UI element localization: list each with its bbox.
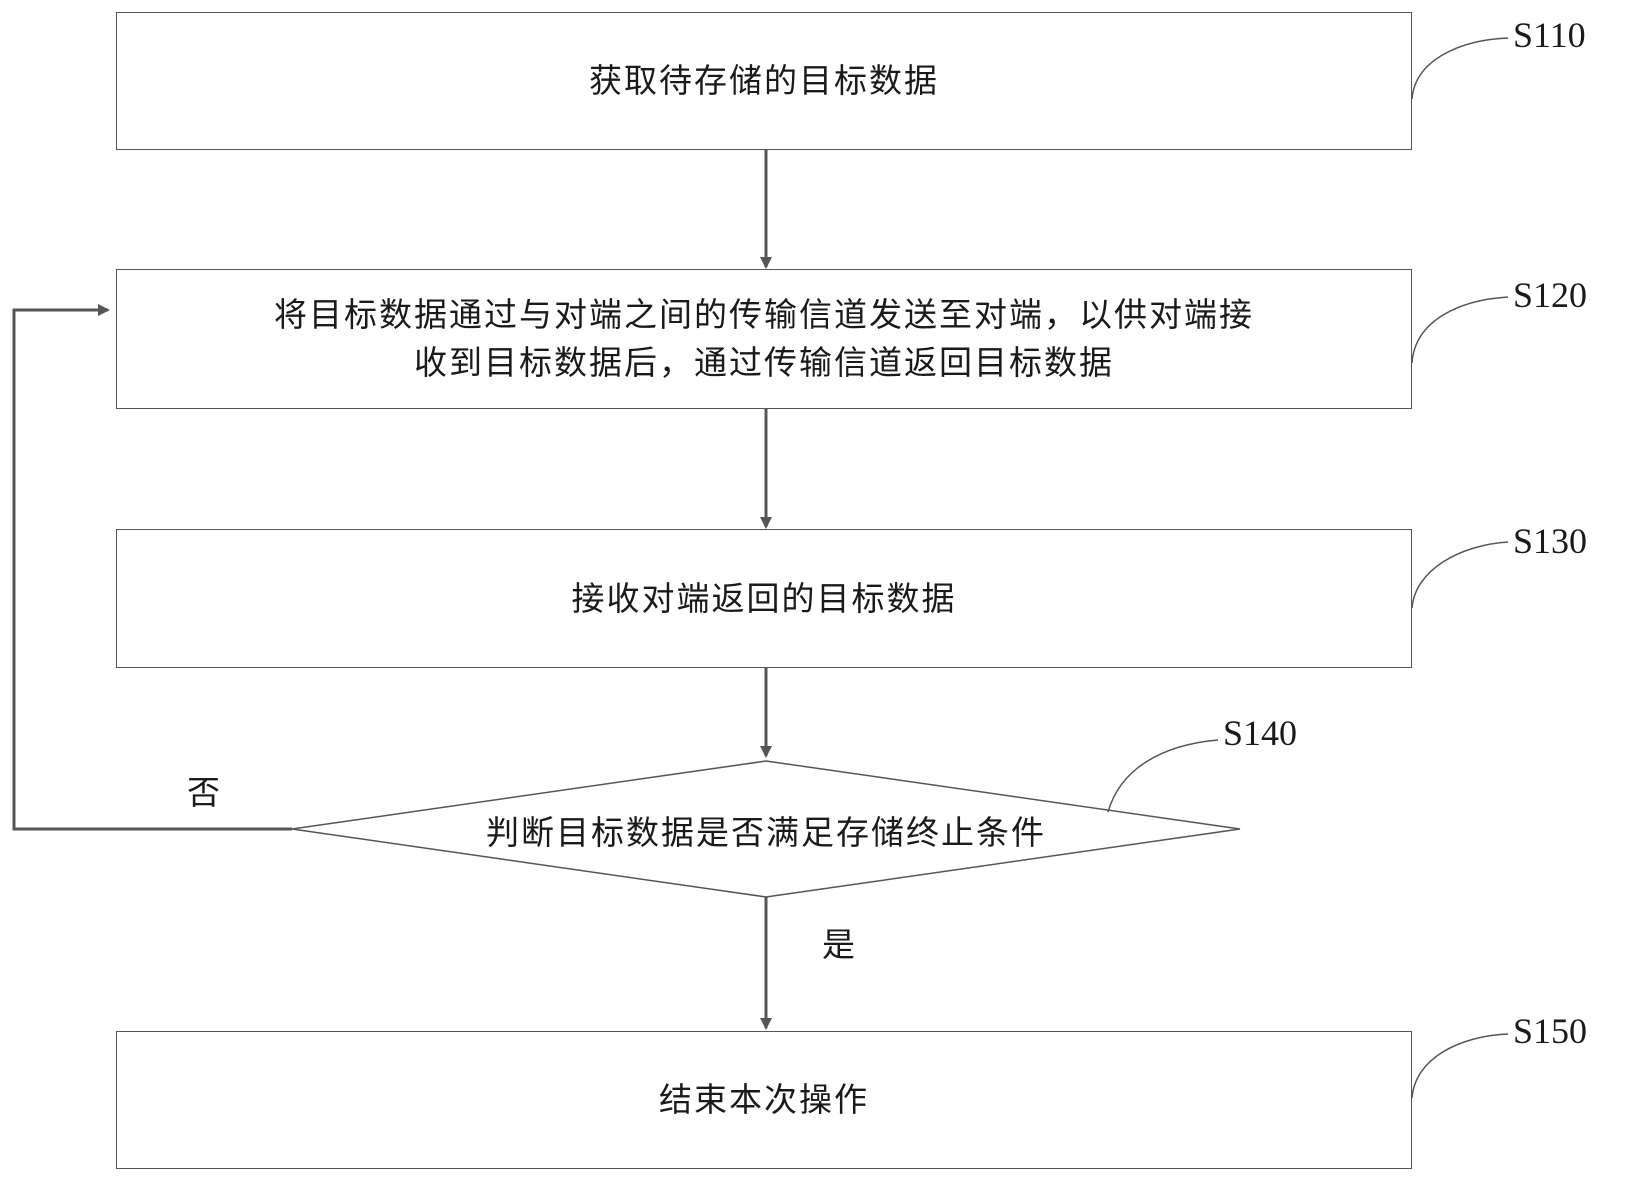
leader-curve-s110: [1411, 37, 1509, 100]
feedback-loop-no: [12, 304, 292, 831]
step-text-s120-line2: 收到目标数据后，通过传输信道返回目标数据: [414, 343, 1114, 382]
step-box-s120: 将目标数据通过与对端之间的传输信道发送至对端，以供对端接 收到目标数据后，通过传…: [116, 269, 1412, 409]
step-text-s110: 获取待存储的目标数据: [589, 61, 939, 101]
step-box-s150: 结束本次操作: [116, 1031, 1412, 1169]
leader-curve-s140: [1107, 739, 1219, 813]
step-label-s130: S130: [1513, 521, 1588, 561]
step-label-s120: S120: [1513, 275, 1588, 315]
branch-label-no: 否: [187, 773, 220, 812]
leader-curve-s130: [1411, 541, 1509, 609]
step-text-s150: 结束本次操作: [659, 1080, 869, 1120]
branch-label-yes: 是: [822, 925, 855, 964]
leader-curve-s120: [1411, 296, 1509, 364]
step-label-s110: S110: [1513, 15, 1586, 55]
step-label-s150: S150: [1513, 1011, 1588, 1051]
step-text-s130: 接收对端返回的目标数据: [571, 578, 957, 618]
decision-diamond: [291, 760, 1241, 898]
decision-text-s140: 判断目标数据是否满足存储终止条件: [486, 813, 1046, 852]
step-label-s140: S140: [1223, 713, 1298, 753]
step-text-s120-line1: 将目标数据通过与对端之间的传输信道发送至对端，以供对端接: [274, 295, 1254, 335]
step-box-s130: 接收对端返回的目标数据: [116, 529, 1412, 668]
leader-curve-s150: [1411, 1033, 1509, 1099]
step-box-s110: 获取待存储的目标数据: [116, 12, 1412, 150]
